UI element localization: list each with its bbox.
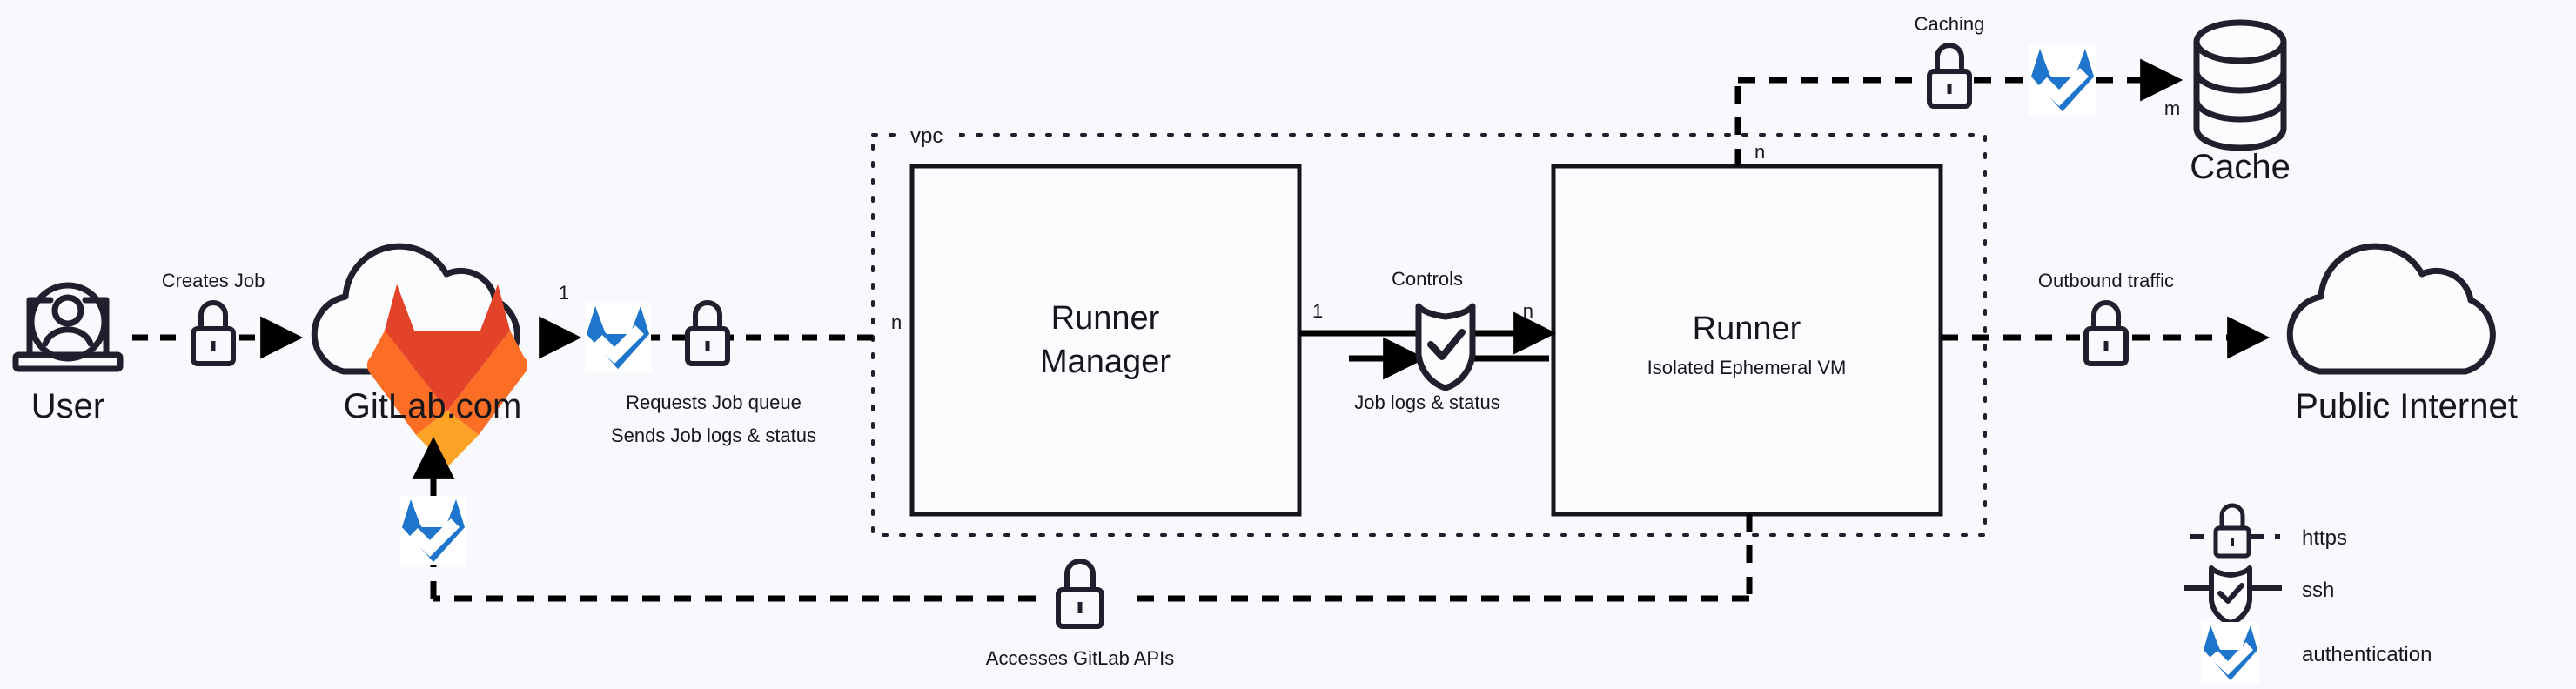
authentication-icon <box>585 303 651 372</box>
creates-job-label: Creates Job <box>162 270 265 291</box>
job-logs-status-edge: Job logs & status <box>1349 337 1549 413</box>
caching-mult-runner: n <box>1754 141 1765 163</box>
legend-label-https: https <box>2302 526 2347 550</box>
requests-job-queue-mult-vpc: n <box>891 311 902 333</box>
legend-label-ssh: ssh <box>2302 579 2334 602</box>
outbound-traffic-edge: Outbound traffic <box>1941 270 2271 366</box>
legend: https ssh authenticati <box>2184 503 2432 683</box>
runner-vm-box[interactable]: Runner Isolated Ephemeral VM <box>1551 164 1943 517</box>
database-cylinder-icon <box>2193 19 2287 151</box>
lock-icon <box>191 300 236 366</box>
controls-label: Controls <box>1392 268 1463 290</box>
lock-icon <box>1927 43 1972 109</box>
gitlab-label: GitLab.com <box>344 387 522 425</box>
caching-mult-cache: m <box>2164 97 2180 119</box>
job-logs-status-label: Job logs & status <box>1354 391 1500 413</box>
lock-icon <box>1056 559 1104 629</box>
legend-item-https: https <box>2190 503 2347 559</box>
gitlab-tanuki-logo <box>366 284 528 467</box>
outbound-traffic-label: Outbound traffic <box>2038 270 2174 291</box>
runner-vm-title: Runner <box>1693 311 1801 347</box>
shield-check-icon <box>1415 303 1476 391</box>
caching-label: Caching <box>1915 13 1985 35</box>
requests-job-queue-label-line1: Requests Job queue <box>626 391 802 413</box>
legend-item-authentication: authentication <box>2202 622 2432 683</box>
authentication-icon <box>2029 45 2096 115</box>
requests-job-queue-edge: 1 n Requests Job queue Sends Job logs & … <box>539 282 902 446</box>
requests-job-queue-mult-gitlab: 1 <box>559 282 569 304</box>
runner-manager-title-line1: Runner <box>1051 300 1160 337</box>
creates-job-edge: Creates Job <box>132 270 304 366</box>
runner-manager-box[interactable]: Runner Manager <box>909 164 1302 517</box>
runner-manager-title-line2: Manager <box>1040 344 1171 380</box>
caching-edge: Caching n m <box>1734 13 2184 166</box>
accesses-gitlab-apis-label: Accesses GitLab APIs <box>986 647 1174 669</box>
shield-check-icon <box>2209 565 2252 625</box>
user-laptop-icon <box>12 282 124 372</box>
authentication-icon <box>2202 622 2259 683</box>
public-internet-label: Public Internet <box>2295 387 2518 425</box>
user-label: User <box>31 387 104 425</box>
legend-label-authentication: authentication <box>2302 643 2432 666</box>
accesses-gitlab-apis-edge: Accesses GitLab APIs <box>400 436 1753 669</box>
lock-icon <box>2213 503 2251 559</box>
cache-label: Cache <box>2190 148 2291 186</box>
controls-edge: Controls 1 n <box>1299 268 1557 355</box>
cloud-icon <box>2286 243 2496 375</box>
vpc-label: vpc <box>910 124 943 148</box>
controls-mult-from: 1 <box>1312 300 1323 322</box>
authentication-icon <box>400 496 466 565</box>
runner-vm-subtitle: Isolated Ephemeral VM <box>1647 357 1847 378</box>
requests-job-queue-label-line2: Sends Job logs & status <box>611 425 816 446</box>
legend-item-ssh: ssh <box>2184 565 2334 625</box>
controls-mult-to: n <box>1523 300 1533 322</box>
lock-icon <box>685 300 730 366</box>
lock-icon <box>2083 300 2129 366</box>
